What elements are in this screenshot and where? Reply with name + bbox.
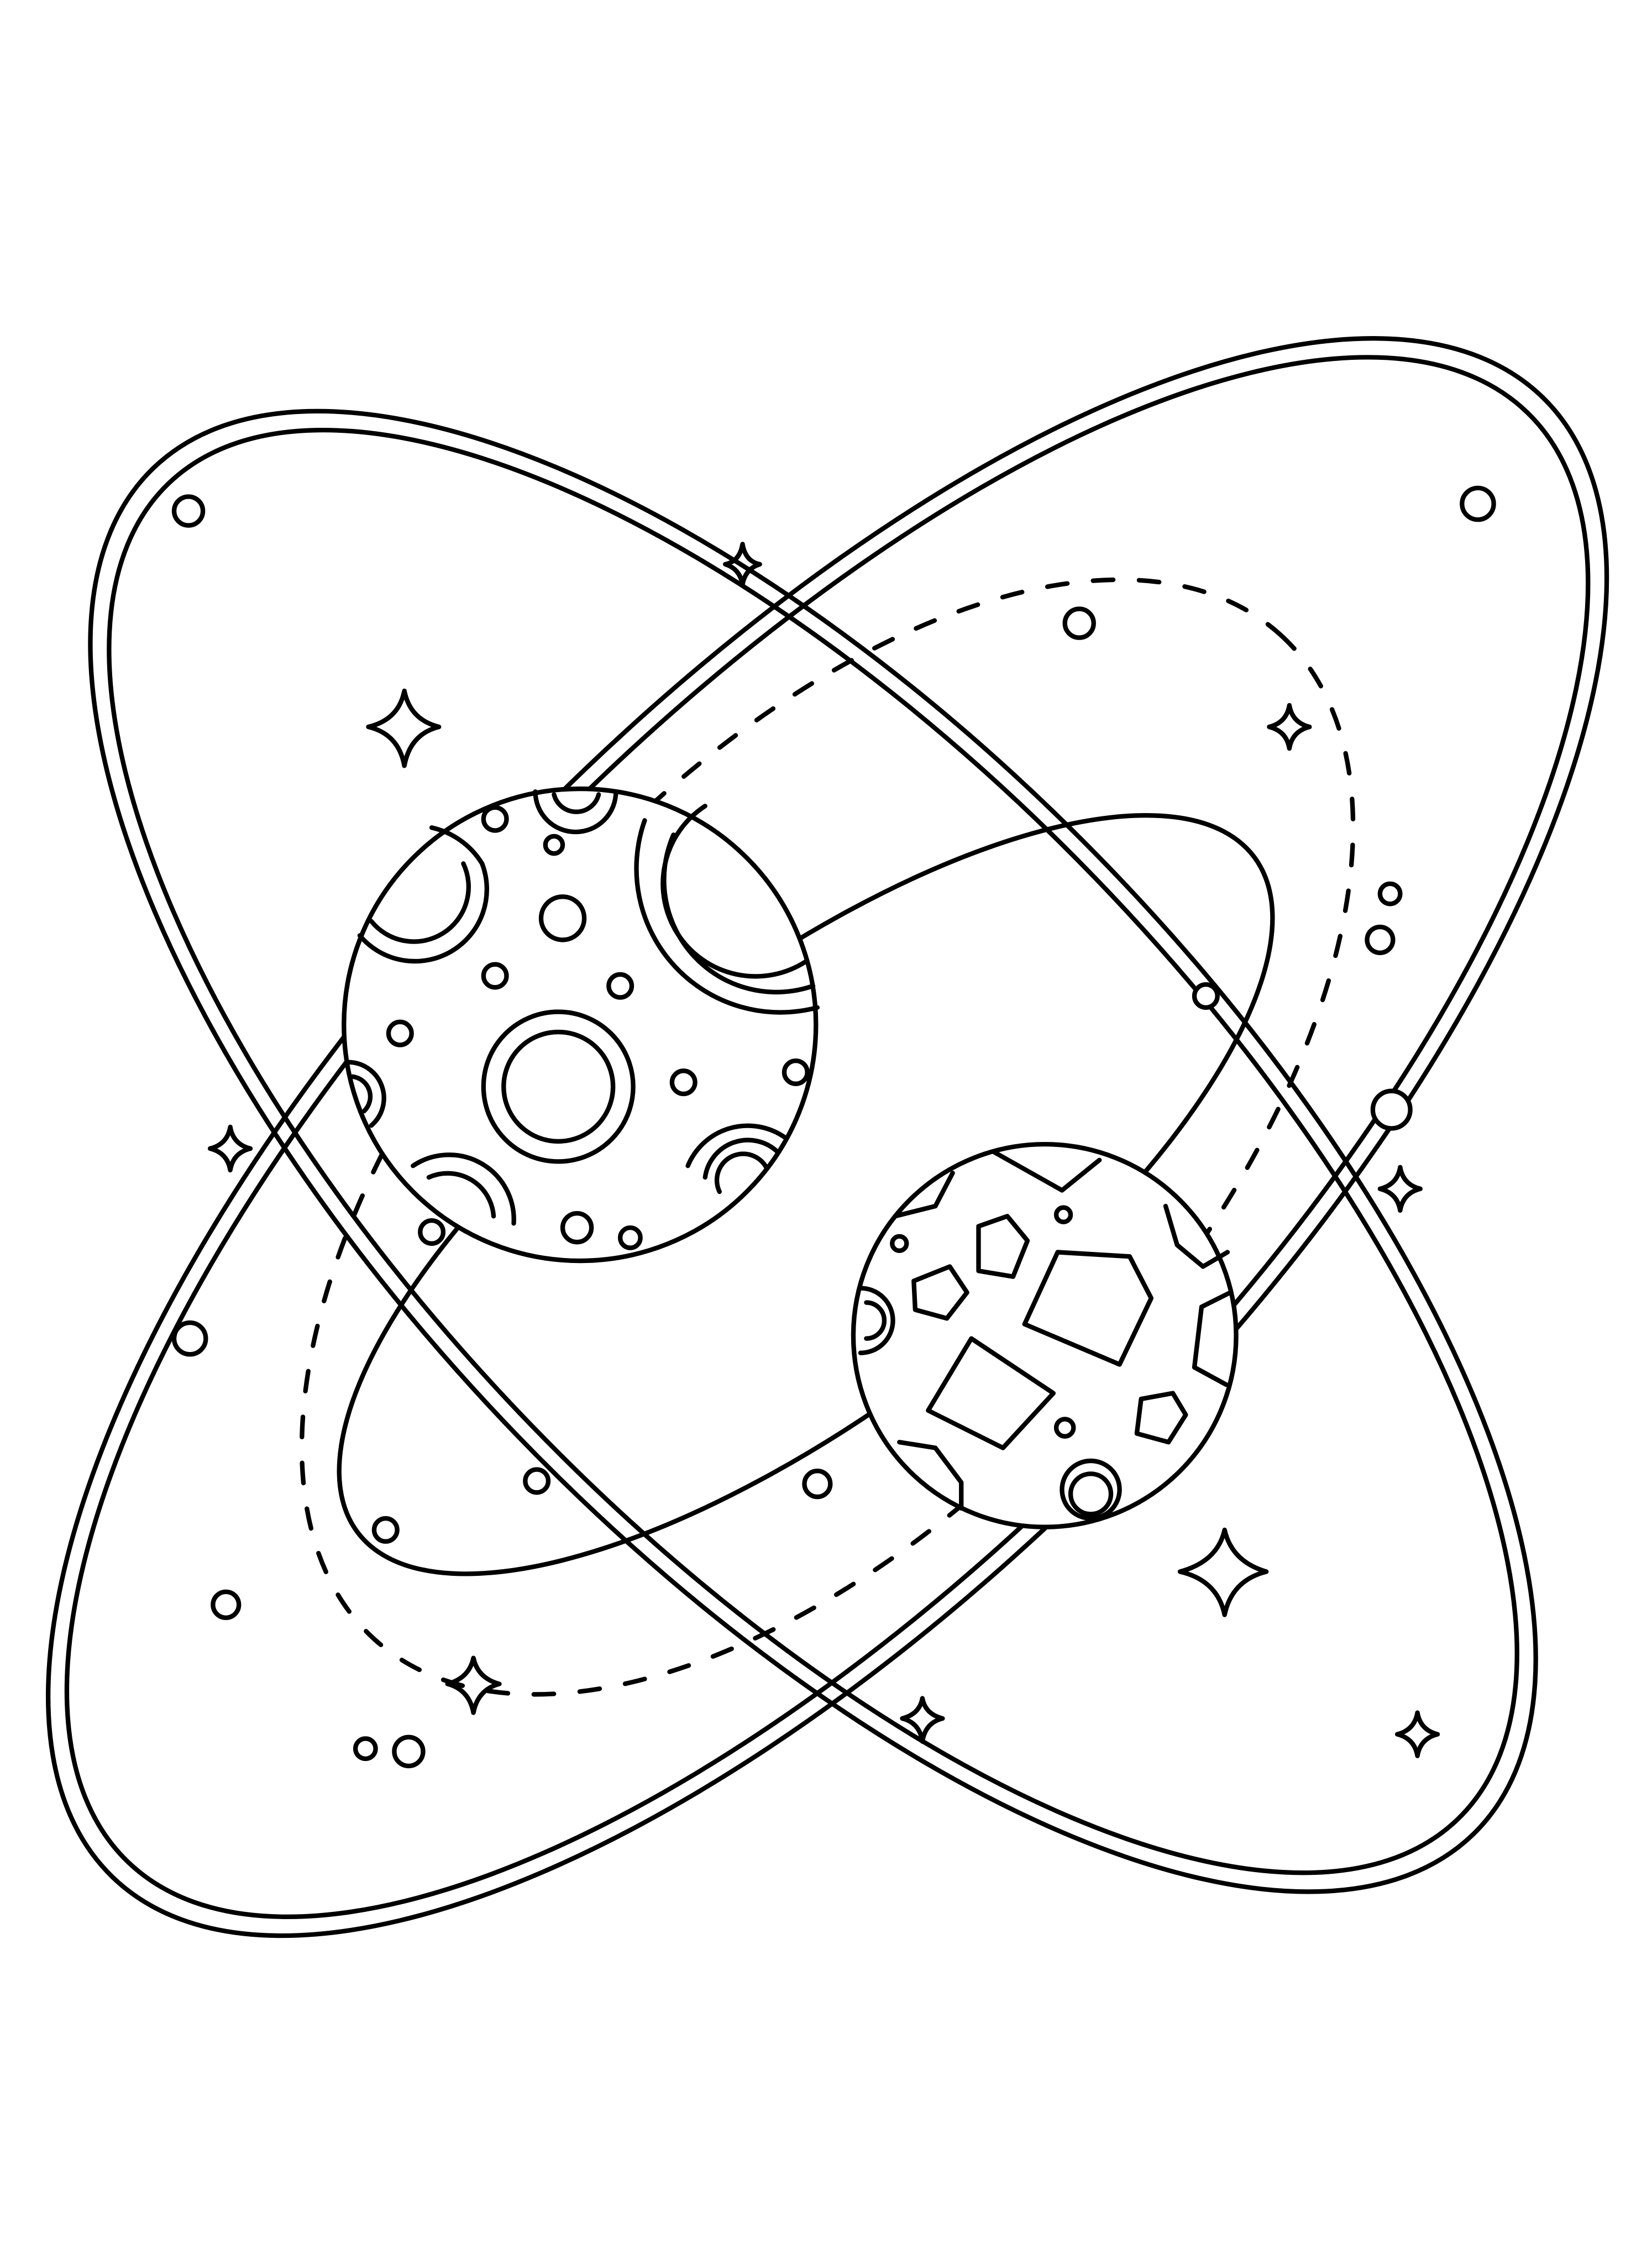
outer-orbit-rising (45, 336, 1609, 1938)
stars (207, 542, 1440, 1758)
cratered-planet (342, 786, 820, 1264)
rocky-planet (851, 1141, 1239, 1529)
inner-solid-orbit (337, 813, 1275, 1576)
outer-orbit-falling (88, 408, 1538, 1894)
orbit-moons (171, 485, 1496, 1769)
